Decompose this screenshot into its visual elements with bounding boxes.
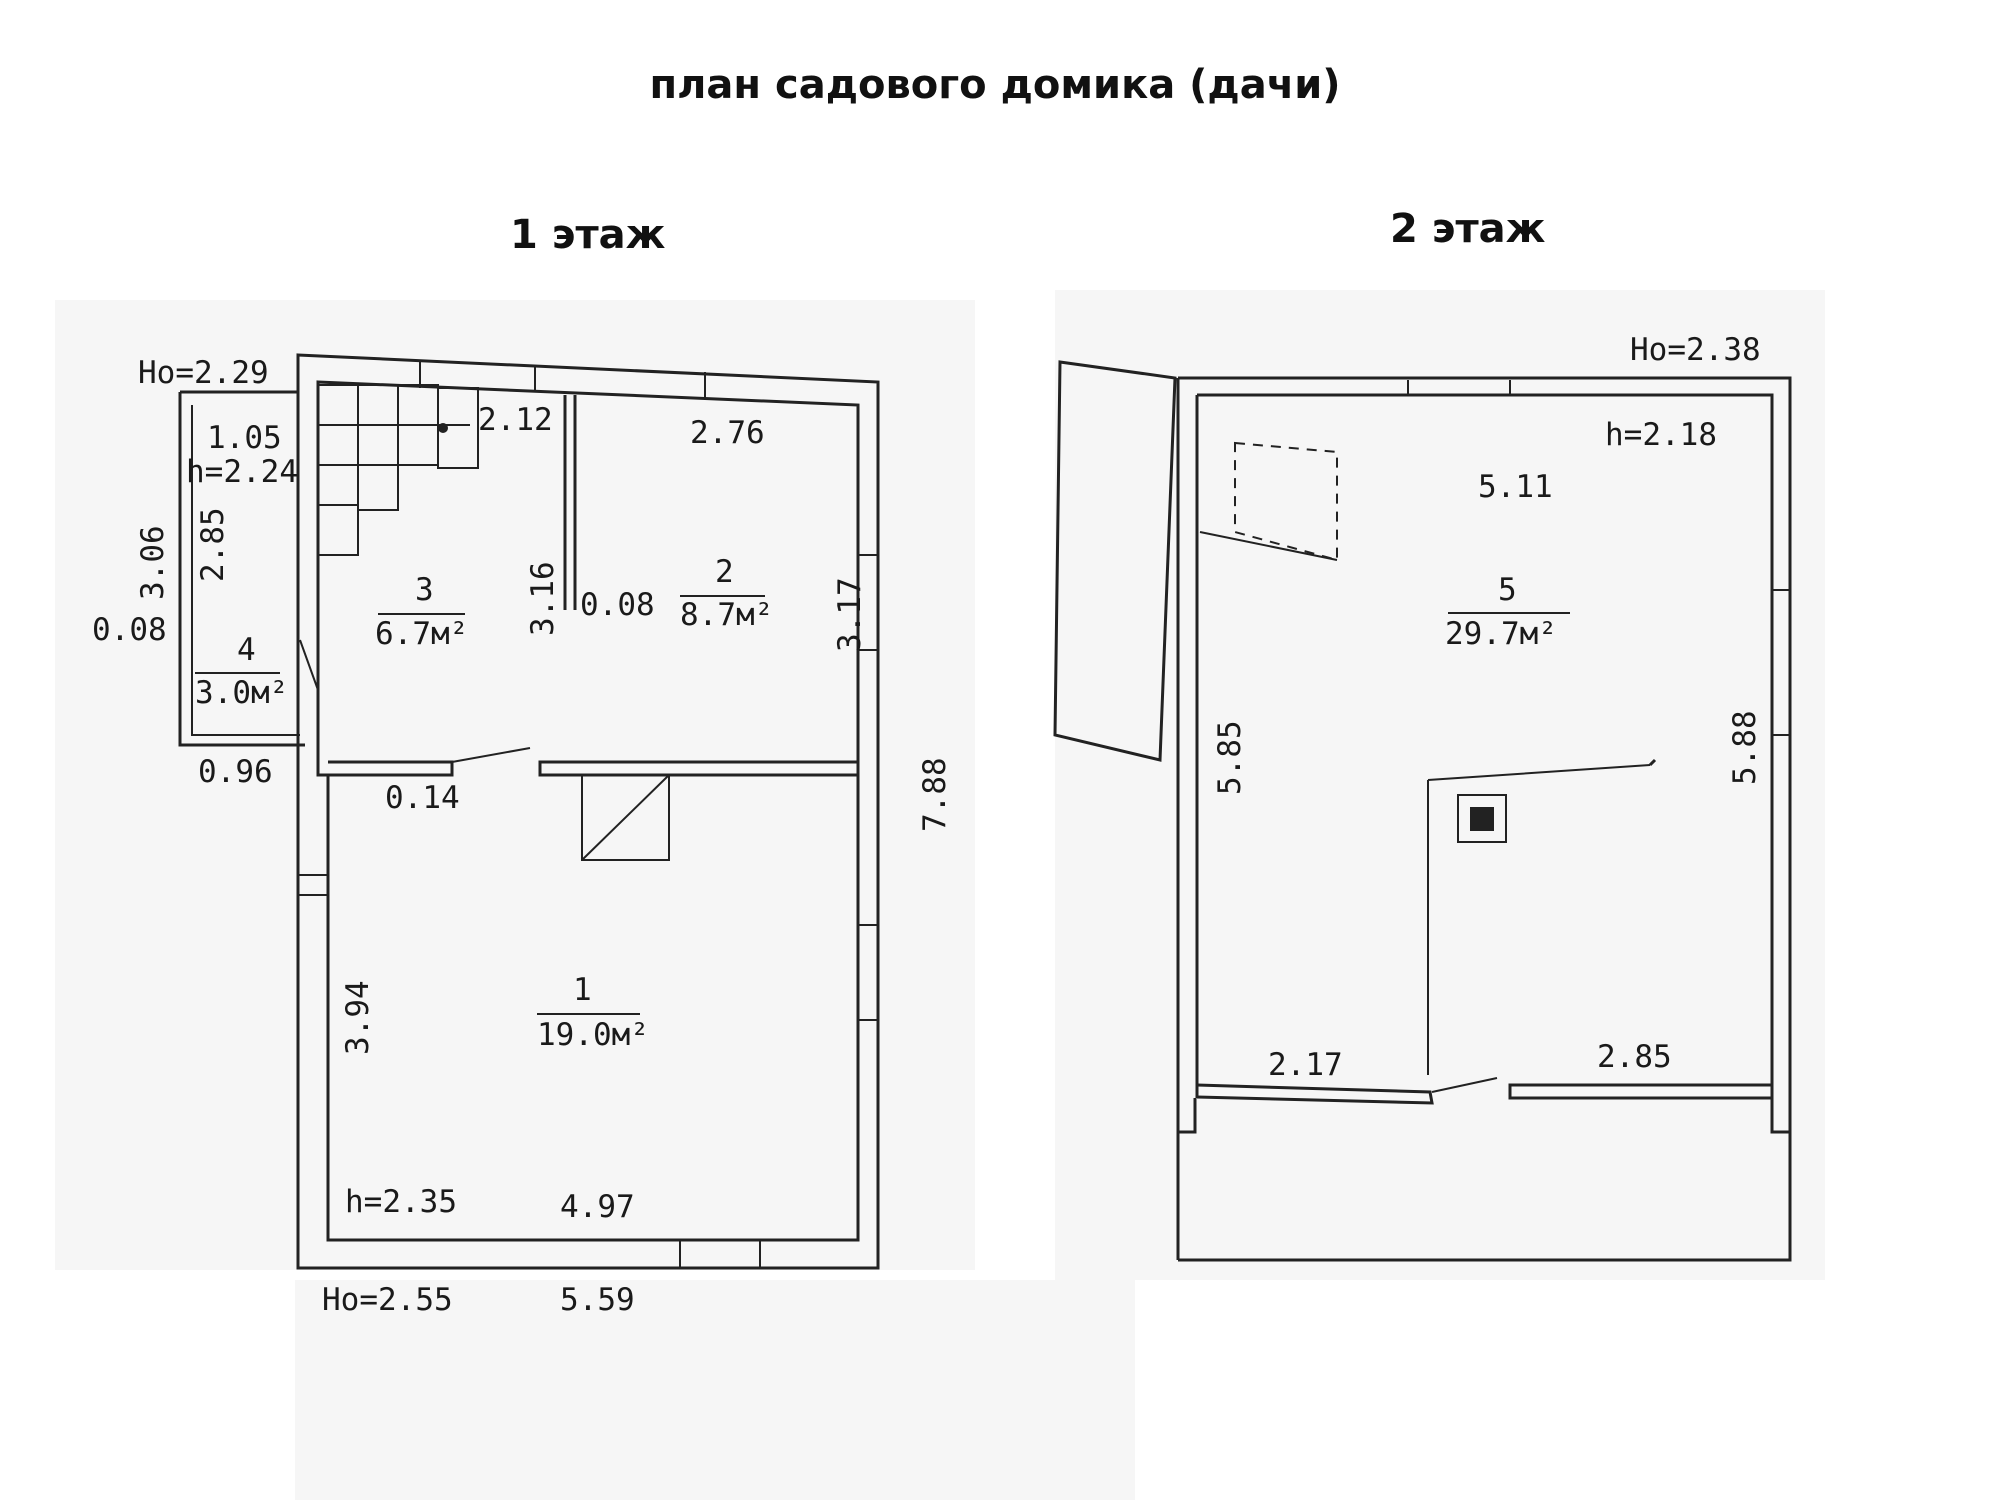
- door-swing: [1431, 1077, 1498, 1093]
- f1-dim-014: 0.14: [385, 780, 460, 816]
- partition-left: [328, 760, 454, 777]
- floor2-title: 2 этаж: [1390, 206, 1546, 252]
- plan-title: план садового домика (дачи): [649, 62, 1341, 108]
- f1-dim-105: 1.05: [207, 420, 282, 456]
- f1-ho-bottom: Ho=2.55: [322, 1282, 453, 1318]
- f1-room1-area: 19.0м²: [537, 1017, 649, 1053]
- balcony-posts: [1178, 1098, 1790, 1134]
- f1-dim-276: 2.76: [690, 415, 765, 451]
- f1-room3-number: 3: [415, 572, 434, 608]
- f1-room4-area: 3.0м²: [195, 675, 288, 711]
- f1-room2-area: 8.7м²: [680, 597, 773, 633]
- f2-dim-588: 5.88: [1727, 710, 1763, 785]
- f1-h-235: h=2.35: [345, 1184, 457, 1220]
- f1-room1-number: 1: [573, 972, 592, 1008]
- door-swing: [299, 639, 319, 691]
- chimney: [1457, 794, 1507, 843]
- f1-room4-number: 4: [237, 632, 256, 668]
- entry-outer-wall: [178, 392, 305, 747]
- stair-opening-edge: [1199, 531, 1338, 561]
- stair-opening: [1234, 441, 1338, 562]
- f2-ho-top: Ho=2.38: [1630, 332, 1761, 368]
- f2-dim-285: 2.85: [1597, 1039, 1672, 1075]
- floor2-inner-wall: [1197, 393, 1774, 1100]
- f2-dim-511: 5.11: [1478, 469, 1553, 505]
- f1-dim-788: 7.88: [917, 757, 953, 832]
- floor2-dormer: [1053, 360, 1177, 762]
- balcony-outline: [1178, 1132, 1792, 1262]
- f1-room2-number: 2: [715, 554, 734, 590]
- floor2-outer-wall: [1178, 376, 1792, 1132]
- f1-dim-008b: 0.08: [580, 587, 655, 623]
- entry-inner-wall: [191, 405, 300, 736]
- f1-dim-394: 3.94: [340, 980, 376, 1055]
- f1-dim-317: 3.17: [832, 577, 868, 652]
- floor1-paper: [55, 300, 975, 1270]
- stove-block: [581, 774, 670, 861]
- f1-dim-306: 3.06: [135, 525, 171, 600]
- floor1-inner-wall: [316, 380, 860, 1242]
- chimney-flue: [1470, 807, 1494, 831]
- f1-dim-316: 3.16: [525, 561, 561, 636]
- f1-dim-096: 0.96: [198, 754, 273, 790]
- f2-dim-585: 5.85: [1212, 720, 1248, 795]
- f1-dim-497: 4.97: [560, 1189, 635, 1225]
- door-swing: [451, 747, 531, 763]
- f2-dim-217: 2.17: [1268, 1047, 1343, 1083]
- f1-dim-559: 5.59: [560, 1282, 635, 1318]
- f1-dim-008a: 0.08: [92, 612, 167, 648]
- floor2-partition-end: [1648, 758, 1657, 767]
- f2-h-218: h=2.18: [1605, 417, 1717, 453]
- f1-dim-285: 2.85: [195, 507, 231, 582]
- floor2-bottom-wall-left: [1196, 1083, 1434, 1105]
- floor1-title: 1 этаж: [510, 212, 666, 258]
- partition-right: [538, 760, 860, 777]
- floor1-paper-lower: [295, 1280, 1135, 1500]
- floor1-plan: Ho=2.29 1.05 h=2.24 3.06 2.85 0.08 2.12 …: [92, 353, 953, 1318]
- floor2-plan: Ho=2.38 h=2.18 5.11 5 29.7м² 5.85 5.88 2…: [1053, 332, 1792, 1262]
- floor2-partition: [1427, 764, 1651, 1075]
- partition-3-2: [563, 395, 577, 610]
- floor2-paper: [1055, 290, 1825, 1280]
- staircase: [317, 384, 479, 556]
- f1-h-224: h=2.24: [186, 454, 298, 490]
- f1-dim-212: 2.12: [478, 402, 553, 438]
- f2-room5-number: 5: [1498, 572, 1517, 608]
- f2-room5-area: 29.7м²: [1445, 616, 1557, 652]
- f1-room3-area: 6.7м²: [375, 616, 468, 652]
- f1-ho-top: Ho=2.29: [138, 355, 269, 391]
- floor1-outer-wall: [296, 353, 880, 1270]
